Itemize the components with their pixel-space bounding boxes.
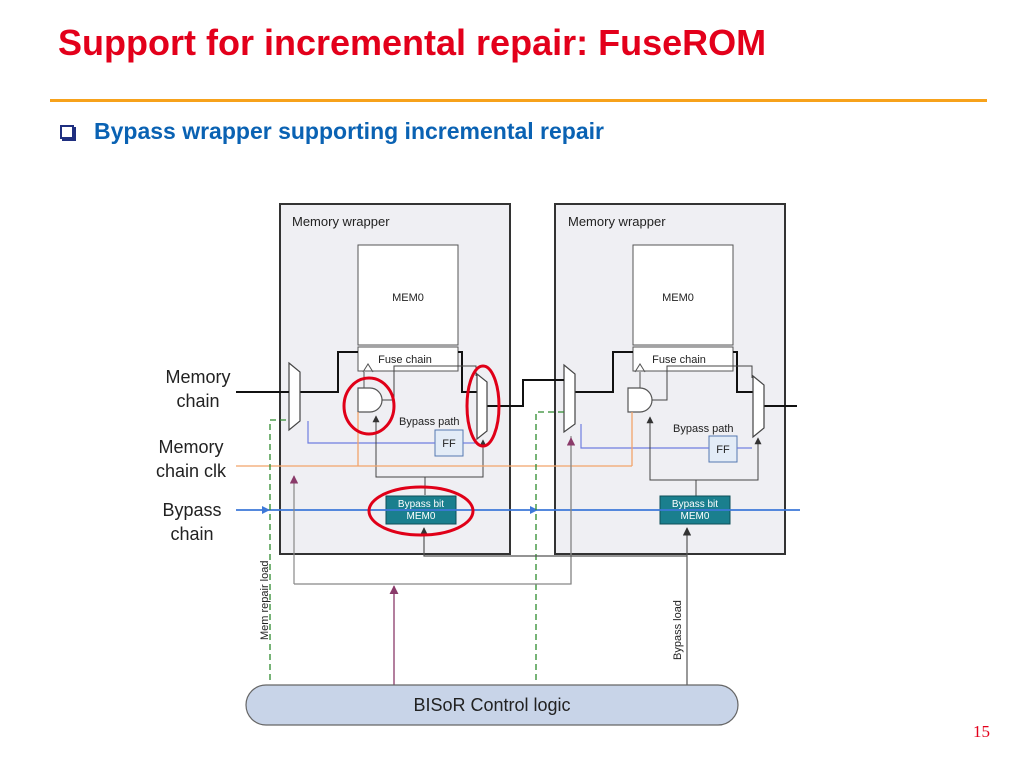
memory-chain-clk-label-line1: Memory: [158, 437, 223, 457]
flip-flop-2: FF: [708, 435, 738, 463]
and-gate-2: [627, 387, 653, 413]
bypass-bit-mem-label-2: MEM0: [681, 511, 710, 522]
highlight-ring-bypass-bit: [367, 485, 475, 537]
and-gate-1: [357, 387, 383, 413]
bypass-path-label-1: Bypass path: [399, 416, 460, 428]
control-logic-label: BISoR Control logic: [413, 695, 570, 715]
title-divider: [50, 99, 987, 102]
bypass-chain-label-line1: Bypass: [162, 500, 221, 520]
checkbox-bullet-icon: [60, 124, 74, 139]
bypass-bit-mem-label-1: MEM0: [407, 511, 436, 522]
fuse-chain-2: Fuse chain: [632, 346, 734, 373]
bullet-text: Bypass wrapper supporting incremental re…: [94, 118, 604, 144]
wrapper-1-label: Memory wrapper: [292, 214, 390, 229]
mem0-block-2: MEM0: [632, 244, 734, 346]
mux-left-2: [563, 363, 576, 434]
page-number: 15: [973, 722, 990, 741]
bypass-path-label-2: Bypass path: [673, 423, 734, 435]
memory-chain-label-line1: Memory: [165, 367, 230, 387]
bisor-control-logic: BISoR Control logic: [245, 684, 739, 726]
mem0-block-1: MEM0: [357, 244, 459, 346]
memory-wrapper-1: Memory wrapper MEM0 Fuse chain FF Bypass…: [279, 203, 511, 555]
bullet-item: Bypass wrapper supporting incremental re…: [60, 118, 604, 145]
memory-chain-label-line2: chain: [176, 391, 219, 411]
bypass-bit-label-1: Bypass bit: [398, 499, 444, 510]
memory-wrapper-2: Memory wrapper MEM0 Fuse chain FF Bypass…: [554, 203, 797, 555]
ff-label-2: FF: [716, 444, 730, 456]
mem0-label-1: MEM0: [392, 292, 424, 304]
fuse-chain-1: Fuse chain: [357, 346, 459, 373]
wrapper-2-label: Memory wrapper: [568, 214, 666, 229]
mux-right-1: [476, 372, 488, 441]
mem-repair-load-label: Mem repair load: [259, 561, 271, 640]
fuse-chain-label-2: Fuse chain: [652, 354, 706, 366]
mux-right-2: [752, 374, 765, 439]
bypass-load-label: Bypass load: [672, 600, 684, 660]
highlight-ring-and-gate: [342, 376, 396, 436]
mux-left-1: [288, 361, 301, 432]
ff-label-1: FF: [442, 438, 456, 450]
flip-flop-1: FF: [434, 429, 464, 457]
highlight-ring-mux: [465, 364, 501, 448]
fuse-chain-label-1: Fuse chain: [378, 354, 432, 366]
bypass-bit-label-2: Bypass bit: [672, 499, 718, 510]
memory-chain-clk-label-line2: chain clk: [156, 461, 227, 481]
bypass-chain-label-line2: chain: [170, 524, 213, 544]
mem0-label-2: MEM0: [662, 292, 694, 304]
slide-title: Support for incremental repair: FuseROM: [58, 22, 767, 63]
